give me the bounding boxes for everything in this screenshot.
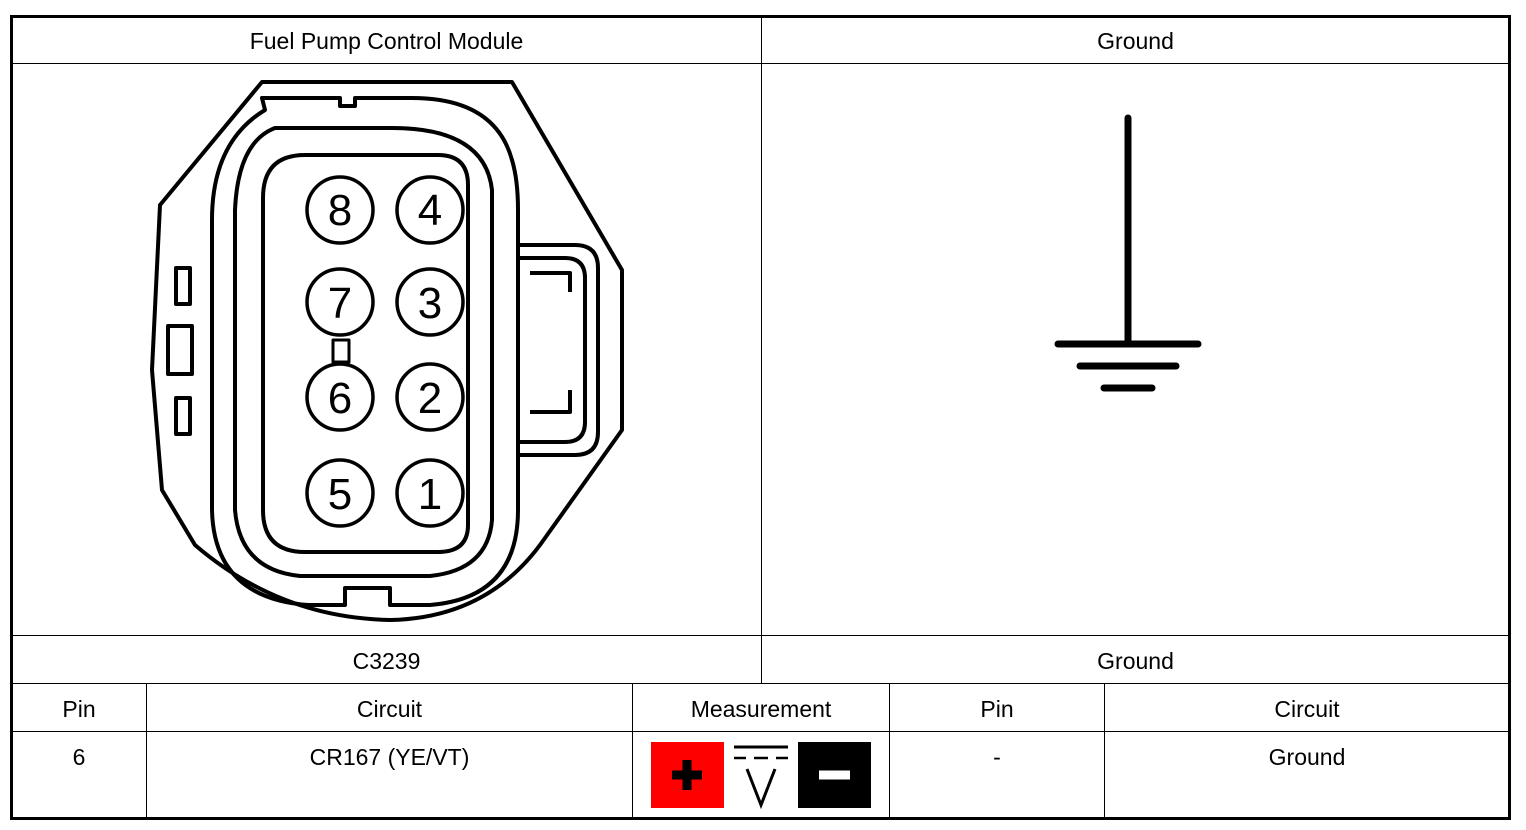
ground-title: Ground [1097, 28, 1174, 54]
connector-latch-inner [518, 256, 587, 444]
connector-pin-cavity [261, 153, 470, 554]
pin-number: 4 [418, 186, 442, 235]
circuit2-value: Ground [1268, 744, 1346, 770]
grid-line [632, 683, 633, 818]
measurement-column-header: Measurement [690, 696, 832, 722]
circuit-value: CR167 (YE/VT) [309, 744, 470, 770]
pin-number: 2 [418, 374, 442, 423]
grid-line [12, 635, 1509, 636]
pin-number: 3 [418, 279, 442, 328]
grid-line [761, 17, 762, 683]
connector-latch [518, 243, 600, 457]
circuit2-column-header: Circuit [1274, 696, 1340, 722]
pin-number: 5 [328, 470, 352, 519]
grid-line [12, 731, 1509, 732]
connector-pin [305, 458, 375, 528]
connector-pin [305, 175, 375, 245]
plus-glyph [672, 760, 702, 790]
grid-line [146, 683, 147, 818]
grid-line [12, 63, 1509, 64]
pin-number: 7 [328, 279, 352, 328]
connector-shroud-inner [233, 126, 494, 578]
ground-caption: Ground [1097, 648, 1174, 674]
pin-value: 6 [72, 744, 86, 770]
connector-slot [166, 324, 194, 376]
grid-line [12, 683, 1509, 684]
connector-slot [174, 396, 192, 436]
connector-face-diagram: 8 4 7 3 6 2 5 1 [150, 80, 624, 622]
diagram-frame [10, 15, 1511, 820]
dc-voltage-icon [734, 745, 788, 810]
measurement-icons [651, 742, 871, 810]
connector-id-caption: C3239 [352, 648, 421, 674]
pin2-column-header: Pin [980, 696, 1014, 722]
pin-number: 8 [328, 186, 352, 235]
pin-number: 6 [328, 374, 352, 423]
circuit-column-header: Circuit [356, 696, 423, 722]
connector-pin [395, 267, 465, 337]
connector-slot [174, 266, 192, 306]
connector-pin [395, 458, 465, 528]
connector-shroud-outer [210, 96, 520, 607]
pin-column-header: Pin [62, 696, 96, 722]
connector-title: Fuel Pump Control Module [249, 28, 524, 54]
connector-housing-outline [150, 80, 624, 622]
pin-number: 1 [418, 470, 442, 519]
grid-line [889, 683, 890, 818]
connector-pin [305, 267, 375, 337]
connector-key [331, 338, 351, 364]
connector-pin [395, 175, 465, 245]
ground-symbol-icon [1054, 114, 1202, 392]
connector-pin [395, 362, 465, 432]
grid-line [1104, 683, 1105, 818]
pin2-value: - [993, 744, 1001, 770]
connector-pin [305, 362, 375, 432]
